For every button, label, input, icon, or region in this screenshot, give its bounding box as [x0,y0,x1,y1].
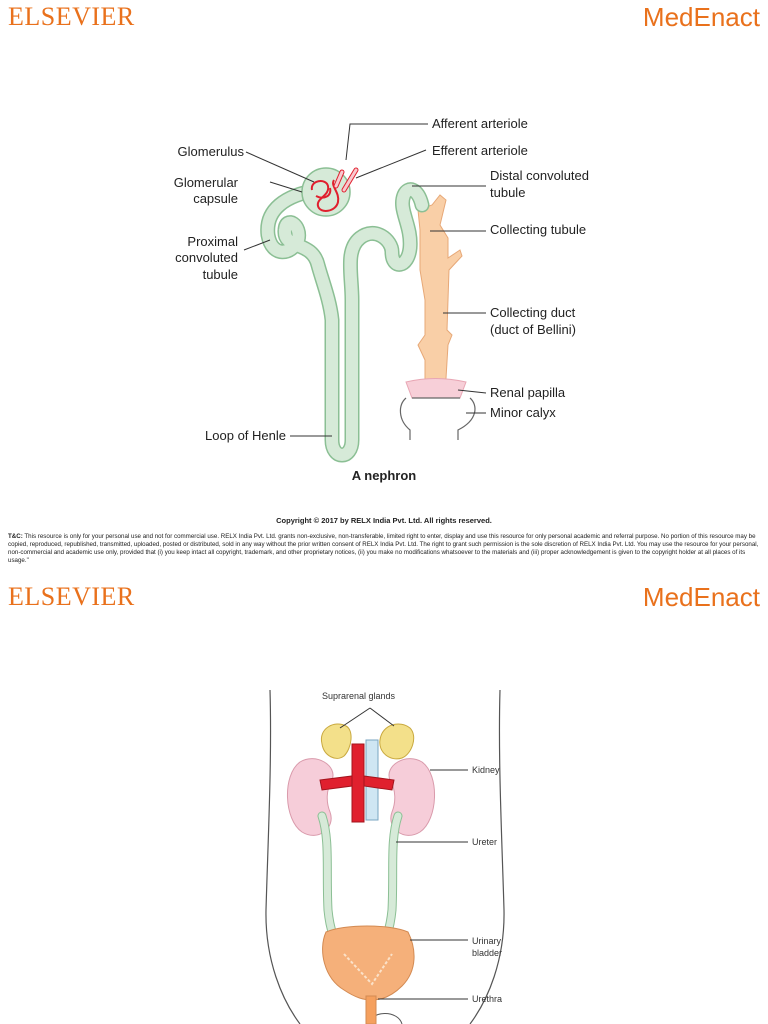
medenact-logo: MedEnact [642,2,760,32]
label-bladder-1: Urinary [472,936,502,946]
collecting-duct-shape [417,194,463,396]
label-proximal-3: tubule [202,267,238,282]
label-bladder-2: bladder [472,948,503,958]
label-suprarenal-glands: Suprarenal glands [322,691,396,701]
bladder-shape [322,925,415,1001]
renal-papilla-shape [405,378,467,399]
urethra-shape [365,995,377,1024]
aorta-shape [319,743,395,823]
label-glomerular-capsule-1: Glomerular [173,175,238,190]
suprarenal-glands-shape [320,723,415,760]
body-outline [265,689,505,1024]
figure-caption: A nephron [351,468,417,483]
label-efferent-arteriole: Efferent arteriole [432,143,528,158]
terms-body: This resource is only for your personal … [8,533,759,564]
label-renal-papilla: Renal papilla [490,385,566,400]
elsevier-logo: ELSEVIER [8,2,135,31]
slide-nephron: ELSEVIER MedEnact [8,2,760,565]
urinary-system-diagram [265,689,505,1024]
leader-lines-2 [339,707,468,1000]
label-urethra: Urethra [472,994,503,1004]
label-glomerulus: Glomerulus [177,144,244,159]
glomerulus-shape [310,179,340,212]
elsevier-logo-2: ELSEVIER [8,582,135,611]
label-proximal-2: convoluted [175,250,238,265]
label-collecting-duct-2: (duct of Bellini) [490,322,576,337]
tubule-shape [260,182,430,463]
terms-heading: T&C: [8,533,23,540]
minor-calyx-shape [399,397,476,440]
label-collecting-duct-1: Collecting duct [490,305,576,320]
medenact-logo-2: MedEnact [642,582,760,612]
label-distal-2: tubule [490,185,526,200]
label-loop-of-henle: Loop of Henle [205,428,286,443]
terms-text: T&C: This resource is only for your pers… [8,533,760,565]
label-ureter: Ureter [472,837,498,847]
leader-lines [243,123,487,437]
label-glomerular-capsule-2: capsule [193,191,238,206]
label-kidney: Kidney [472,765,500,775]
label-proximal-1: Proximal [187,234,238,249]
nephron-diagram [243,123,487,463]
label-distal-1: Distal convoluted [490,168,589,183]
label-collecting-tubule: Collecting tubule [490,222,587,237]
label-minor-calyx: Minor calyx [490,405,556,420]
slide-urinary-system: ELSEVIER MedEnact [0,580,768,1024]
copyright-notice: Copyright © 2017 by RELX India Pvt. Ltd.… [276,516,492,525]
label-afferent-arteriole: Afferent arteriole [432,116,528,131]
